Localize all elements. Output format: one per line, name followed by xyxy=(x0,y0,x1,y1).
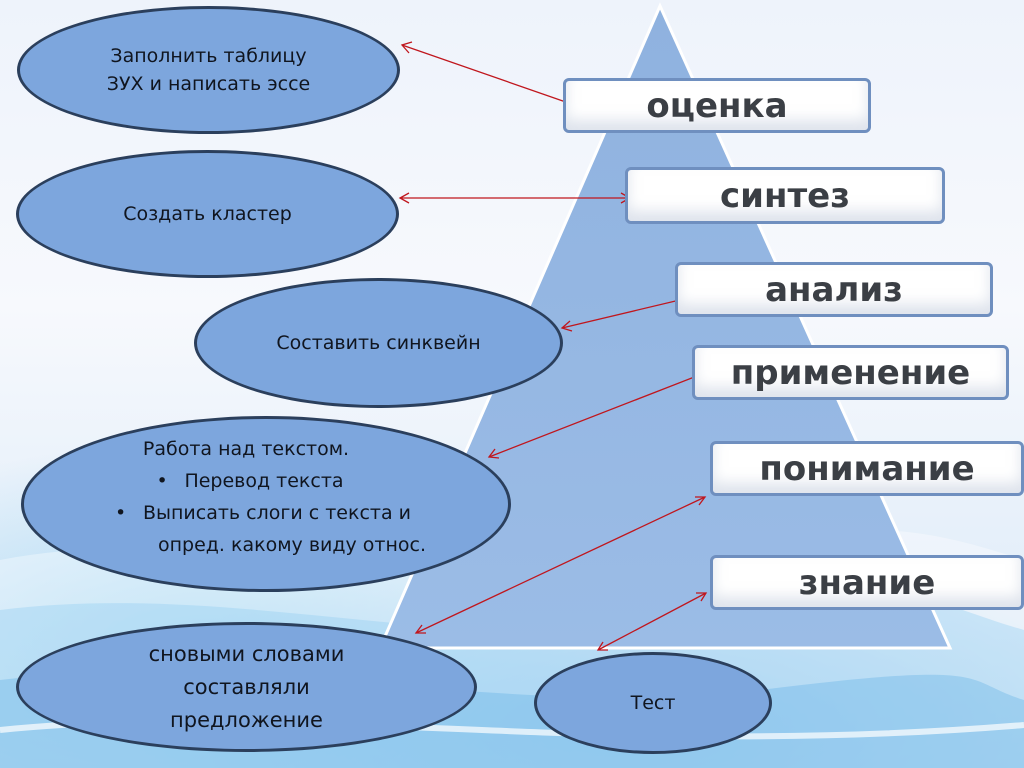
task-text-work-bullet2: •Выписать слоги с текста и xyxy=(115,497,411,529)
task-cluster: Создать кластер xyxy=(16,150,399,278)
level-label-application: применение xyxy=(692,345,1009,400)
level-label-analysis: анализ xyxy=(675,262,993,317)
level-label-comprehension: понимание xyxy=(710,441,1024,496)
task-cinquain: Составить синквейн xyxy=(194,278,563,408)
task-fill-table-line1: Заполнить таблицу xyxy=(110,45,307,67)
task-new-words-line1: сновыми словами xyxy=(148,641,345,666)
level-label-synthesis: синтез xyxy=(625,167,945,224)
task-cluster-text: Создать кластер xyxy=(123,203,292,225)
task-cinquain-text: Составить синквейн xyxy=(276,332,481,354)
level-label-evaluation: оценка xyxy=(563,78,871,133)
task-text-work-bullet1: •Перевод текста xyxy=(156,465,343,497)
task-fill-table-line2: ЗУХ и написать эссе xyxy=(106,73,311,95)
task-new-words-line2: составляли xyxy=(183,674,310,699)
bullet-icon: • xyxy=(156,470,168,492)
task-text-work: Работа над текстом. •Перевод текста •Вып… xyxy=(21,416,511,592)
level-label-knowledge: знание xyxy=(710,555,1024,610)
task-new-words-line3: предложение xyxy=(170,707,323,732)
task-new-words: сновыми словами составляли предложение xyxy=(16,622,477,752)
task-text-work-title: Работа над текстом. xyxy=(142,438,350,460)
task-test: Тест xyxy=(534,652,772,754)
task-text-work-bullet2-cont: опред. какому виду относ. xyxy=(157,534,427,556)
connector-arrows xyxy=(398,41,722,651)
task-test-text: Тест xyxy=(630,692,676,714)
bullet-icon: • xyxy=(114,502,127,524)
task-fill-table: Заполнить таблицу ЗУХ и написать эссе xyxy=(17,6,400,134)
